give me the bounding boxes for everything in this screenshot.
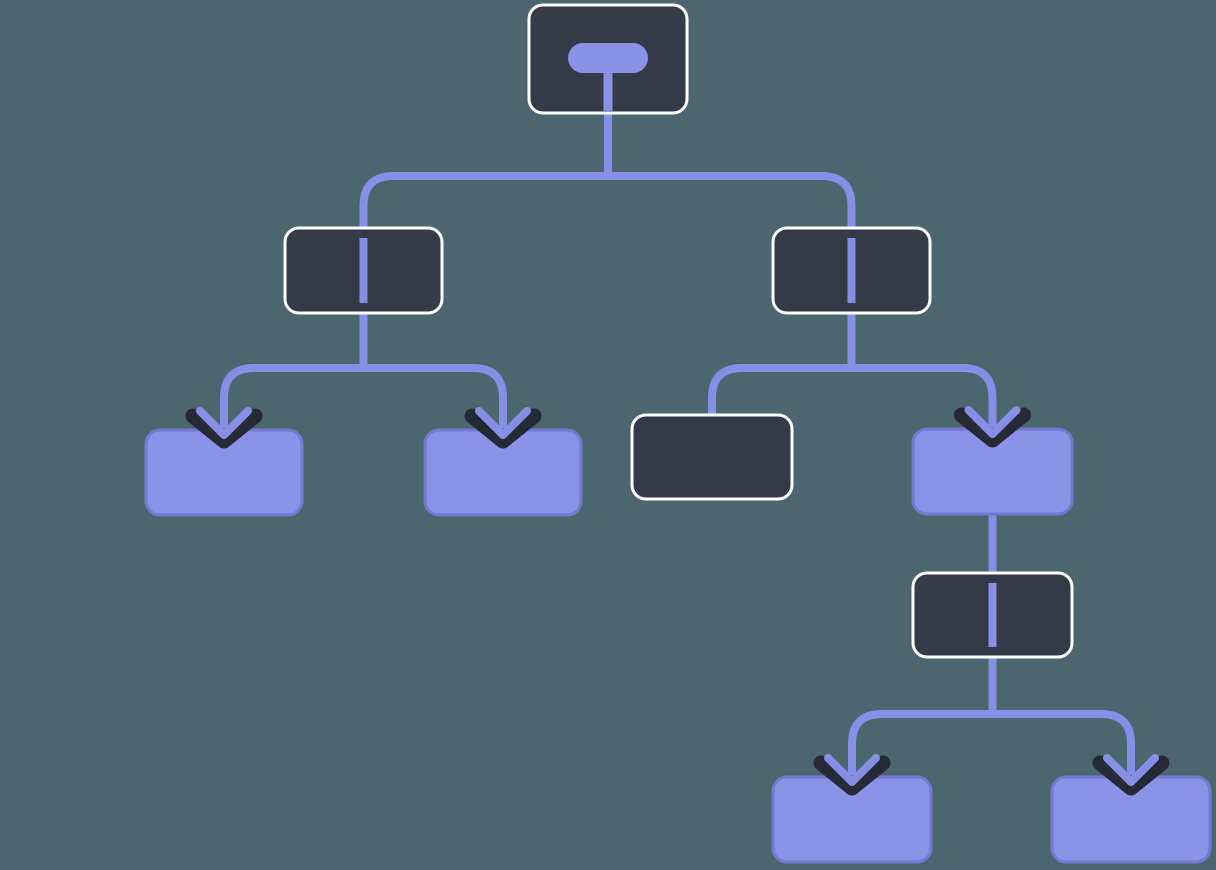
connector-layer — [220, 113, 1135, 775]
edge-root-split — [359, 113, 856, 234]
arrowhead-shadow-icon — [185, 408, 263, 449]
arrowhead-shadow-icon — [464, 408, 542, 449]
node-dark-box — [630, 413, 794, 501]
node-layer — [144, 3, 1212, 864]
arrowhead-layer — [185, 406, 1170, 796]
node-glyph-layer — [359, 43, 997, 647]
edge-bottom-split — [848, 657, 1135, 775]
arrowhead-shadow-icon — [813, 755, 891, 796]
edge-right-split — [708, 313, 997, 427]
arrowhead-icon — [824, 754, 880, 786]
arrowhead-icon — [964, 406, 1021, 438]
edge-left-split — [220, 313, 507, 428]
root-pill-icon — [568, 43, 648, 73]
arrowhead-icon — [1103, 754, 1159, 786]
arrowhead-icon — [196, 407, 252, 439]
arrowhead-icon — [475, 407, 531, 439]
arrowhead-shadow-icon — [1092, 755, 1170, 796]
root-pill-stem — [603, 69, 613, 111]
arrowhead-shadow-icon — [954, 407, 1031, 448]
